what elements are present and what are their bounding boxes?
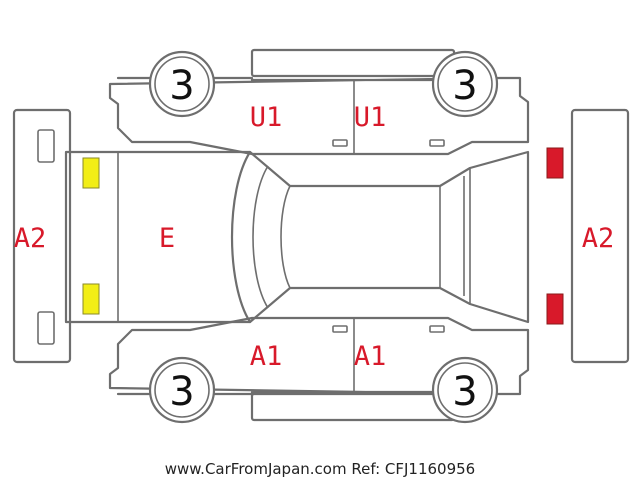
left-top-lamp-marker [82,157,100,189]
top-sill [250,48,456,78]
wheel-rear-left-grade: 3 [169,369,194,415]
wheel-front-left-grade: 3 [169,63,194,109]
code-top-door-2: U1 [354,102,387,133]
reference-footer: www.CarFromJapan.com Ref: CFJ1160956 [165,460,475,478]
code-front-bumper: A2 [582,223,615,254]
code-bottom-door-2: A1 [354,341,387,372]
right-bottom-lamp-marker [546,293,564,325]
code-bottom-door-1: A1 [250,341,283,372]
wheel-front-right: 3 [431,50,499,118]
wheel-rear-left: 3 [148,356,216,424]
left-bottom-lamp-marker [82,283,100,315]
wheel-rear-right-grade: 3 [452,369,477,415]
wheel-rear-right: 3 [431,356,499,424]
top-view-body [64,150,530,324]
right-top-lamp-marker [546,147,564,179]
left-bumper-slot-top [37,129,55,163]
code-rear-bumper: A2 [14,223,47,254]
wheel-front-left: 3 [148,50,216,118]
left-bumper [12,108,72,364]
left-bumper-slot-bottom [37,311,55,345]
code-hood: E [159,223,175,254]
bottom-sill [250,392,456,422]
right-bumper [570,108,630,364]
wheel-front-right-grade: 3 [452,63,477,109]
code-top-door-1: U1 [250,102,283,133]
